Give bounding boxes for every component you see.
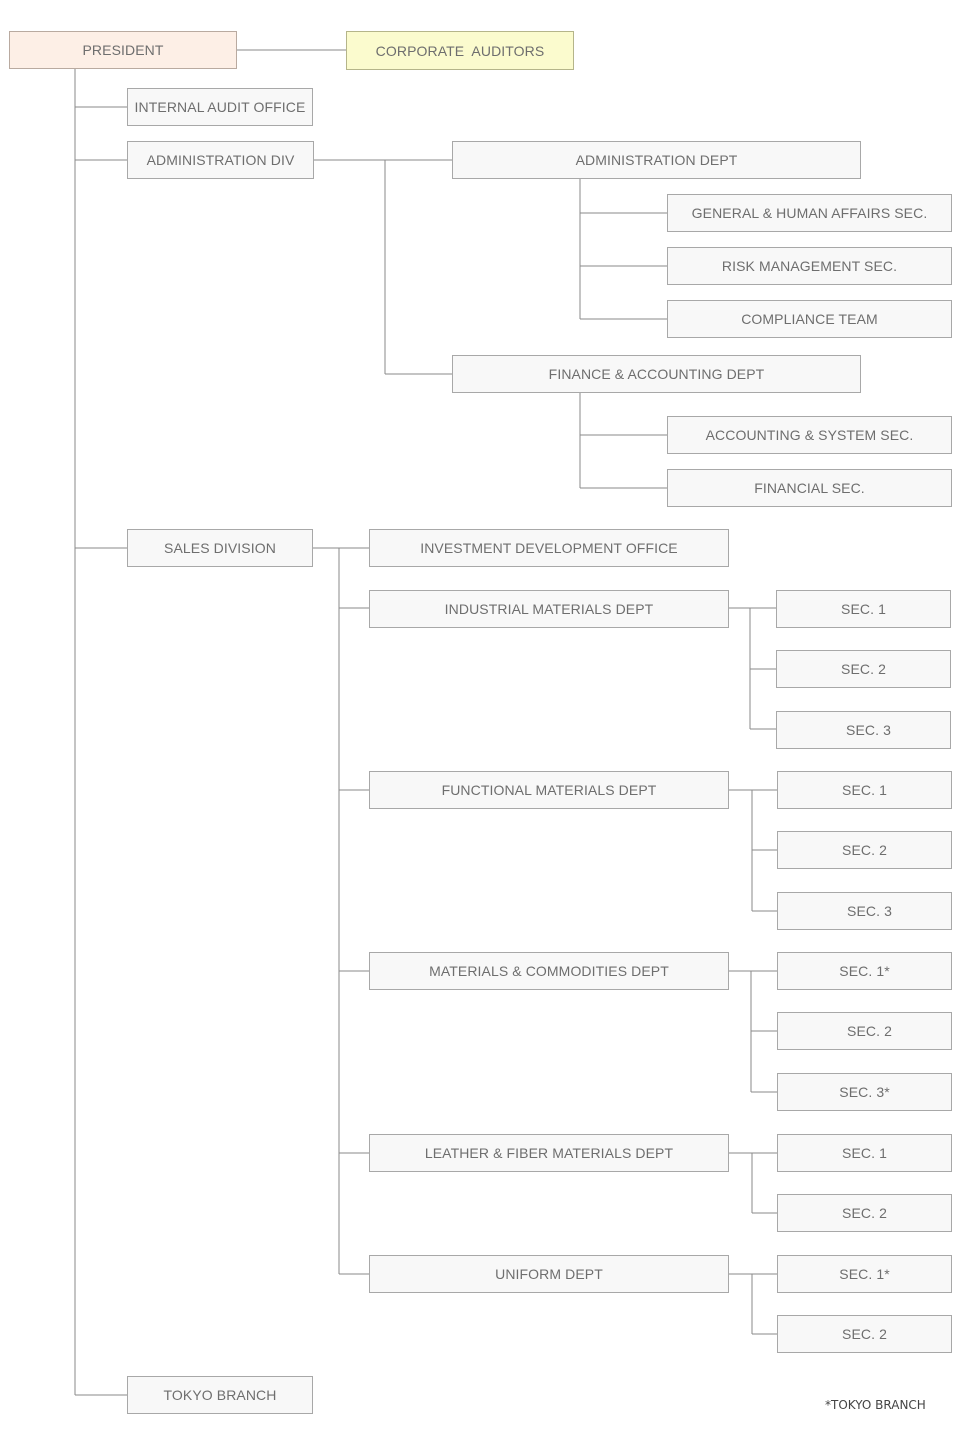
- materials-commodities-dept-box: MATERIALS & COMMODITIES DEPT: [369, 952, 729, 990]
- functional-sec-3-box: SEC. 3: [777, 892, 952, 930]
- accounting-system-sec-box: ACCOUNTING & SYSTEM SEC.: [667, 416, 952, 454]
- administration-dept-label: ADMINISTRATION DEPT: [575, 152, 738, 168]
- finance-accounting-dept-box: FINANCE & ACCOUNTING DEPT: [452, 355, 861, 393]
- dept-label: INDUSTRIAL MATERIALS DEPT: [444, 601, 654, 617]
- leather-sec-1-box: SEC. 1: [777, 1134, 952, 1172]
- investment-development-office-box: INVESTMENT DEVELOPMENT OFFICE: [369, 529, 729, 567]
- section-label: ACCOUNTING & SYSTEM SEC.: [705, 427, 914, 443]
- leather-fiber-materials-dept-box: LEATHER & FIBER MATERIALS DEPT: [369, 1134, 729, 1172]
- corporate-auditors-label: CORPORATE AUDITORS: [375, 42, 545, 59]
- uniform-dept-box: UNIFORM DEPT: [369, 1255, 729, 1293]
- general-human-affairs-sec-box: GENERAL & HUMAN AFFAIRS SEC.: [667, 194, 952, 232]
- section-label: SEC. 2: [842, 842, 887, 858]
- section-label: SEC. 2: [847, 1023, 892, 1039]
- sales-division-label: SALES DIVISION: [164, 540, 276, 556]
- industrial-sec-3-box: SEC. 3: [776, 711, 951, 749]
- section-label: FINANCIAL SEC.: [754, 480, 865, 496]
- leather-sec-2-box: SEC. 2: [777, 1194, 952, 1232]
- dept-label: UNIFORM DEPT: [495, 1266, 603, 1282]
- administration-dept-box: ADMINISTRATION DEPT: [452, 141, 861, 179]
- section-label: COMPLIANCE TEAM: [741, 311, 878, 327]
- materials-sec-1-box: SEC. 1*: [777, 952, 952, 990]
- section-label: SEC. 3: [846, 722, 891, 738]
- materials-sec-2-box: SEC. 2: [777, 1012, 952, 1050]
- section-label: SEC. 2: [841, 661, 886, 677]
- section-label: SEC. 1: [842, 782, 887, 798]
- section-label: RISK MANAGEMENT SEC.: [721, 258, 898, 274]
- finance-accounting-dept-label: FINANCE & ACCOUNTING DEPT: [548, 366, 765, 382]
- administration-div-label: ADMINISTRATION DIV: [146, 152, 295, 168]
- functional-sec-2-box: SEC. 2: [777, 831, 952, 869]
- functional-sec-1-box: SEC. 1: [777, 771, 952, 809]
- functional-materials-dept-box: FUNCTIONAL MATERIALS DEPT: [369, 771, 729, 809]
- financial-sec-box: FINANCIAL SEC.: [667, 469, 952, 507]
- risk-management-sec-box: RISK MANAGEMENT SEC.: [667, 247, 952, 285]
- section-label: SEC. 1: [841, 601, 886, 617]
- dept-label: FUNCTIONAL MATERIALS DEPT: [441, 782, 657, 798]
- footnote: *TOKYO BRANCH: [825, 1398, 926, 1412]
- investment-development-office-label: INVESTMENT DEVELOPMENT OFFICE: [420, 540, 678, 556]
- corporate-auditors-box: CORPORATE AUDITORS: [346, 31, 574, 70]
- section-label: SEC. 1*: [839, 963, 890, 979]
- uniform-sec-1-box: SEC. 1*: [777, 1255, 952, 1293]
- section-label: SEC. 1*: [839, 1266, 890, 1282]
- industrial-sec-1-box: SEC. 1: [776, 590, 951, 628]
- internal-audit-office-box: INTERNAL AUDIT OFFICE: [127, 88, 313, 126]
- compliance-team-box: COMPLIANCE TEAM: [667, 300, 952, 338]
- internal-audit-office-label: INTERNAL AUDIT OFFICE: [134, 99, 306, 115]
- administration-div-box: ADMINISTRATION DIV: [127, 141, 314, 179]
- industrial-sec-2-box: SEC. 2: [776, 650, 951, 688]
- section-label: SEC. 3*: [839, 1084, 890, 1100]
- section-label: GENERAL & HUMAN AFFAIRS SEC.: [691, 205, 928, 221]
- dept-label: MATERIALS & COMMODITIES DEPT: [429, 963, 669, 979]
- section-label: SEC. 2: [842, 1326, 887, 1342]
- tokyo-branch-label: TOKYO BRANCH: [163, 1387, 277, 1403]
- section-label: SEC. 1: [842, 1145, 887, 1161]
- president-label: PRESIDENT: [82, 42, 164, 58]
- section-label: SEC. 3: [847, 903, 892, 919]
- tokyo-branch-box: TOKYO BRANCH: [127, 1376, 313, 1414]
- uniform-sec-2-box: SEC. 2: [777, 1315, 952, 1353]
- dept-label: LEATHER & FIBER MATERIALS DEPT: [424, 1145, 674, 1161]
- sales-division-box: SALES DIVISION: [127, 529, 313, 567]
- president-box: PRESIDENT: [9, 31, 237, 69]
- industrial-materials-dept-box: INDUSTRIAL MATERIALS DEPT: [369, 590, 729, 628]
- materials-sec-3-box: SEC. 3*: [777, 1073, 952, 1111]
- section-label: SEC. 2: [842, 1205, 887, 1221]
